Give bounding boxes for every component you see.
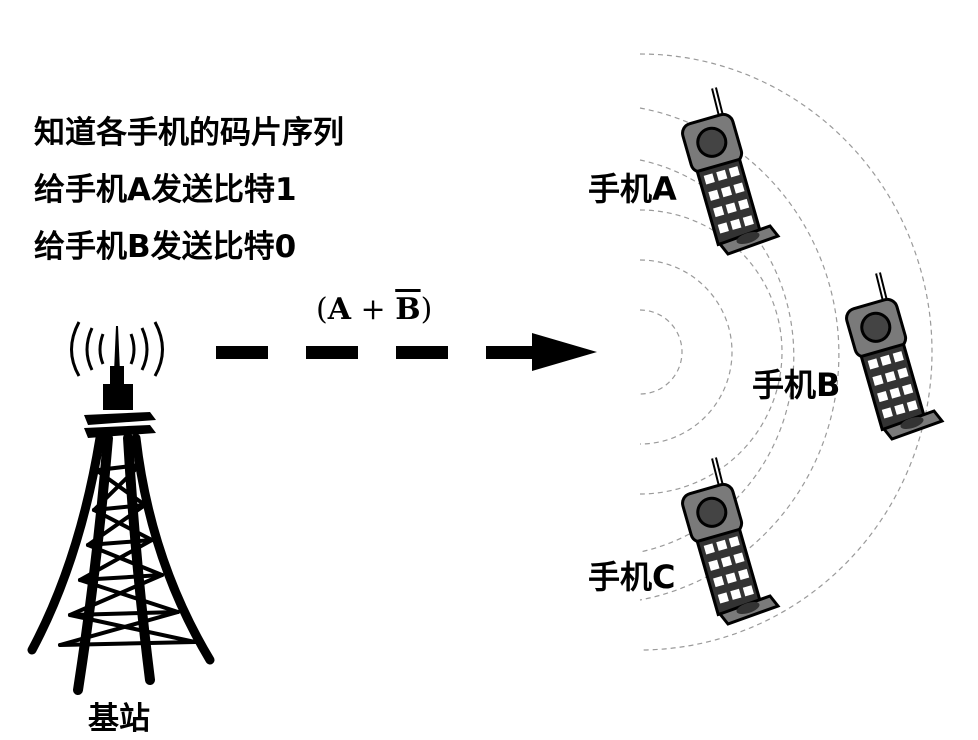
arrow-dash: [306, 346, 358, 359]
wave-arc: [639, 309, 683, 395]
arrow-dash: [216, 346, 268, 359]
info-line-send-b: 给手机B发送比特0: [34, 229, 297, 265]
base-station-label: 基站: [88, 701, 150, 737]
base-station-tower-icon: [27, 321, 215, 695]
formula-term-b-negated: B: [395, 292, 421, 327]
wave-arc: [639, 209, 783, 495]
formula-close-paren: ): [420, 292, 433, 327]
arrow-head: [532, 333, 597, 371]
phone-a-label: 手机A: [588, 170, 677, 208]
wave-arc: [639, 53, 933, 651]
transmission-arrow: [216, 333, 597, 371]
formula-open-paren: (: [316, 292, 328, 327]
wave-arc: [639, 259, 733, 445]
phone-c-label: 手机C: [588, 558, 676, 596]
wave-arcs: [639, 53, 933, 651]
wave-arc: [639, 107, 840, 601]
formula-term-a: A: [327, 292, 351, 327]
formula-operator: +: [351, 292, 396, 327]
arrow-dash: [396, 346, 448, 359]
info-line-send-a: 给手机A发送比特1: [34, 172, 297, 208]
radio-waves-icon: [70, 321, 164, 377]
arrow-dash: [486, 346, 534, 359]
phone-a-icon: [680, 88, 778, 254]
signal-formula: (A + B): [316, 292, 432, 327]
info-line-chip-sequences: 知道各手机的码片序列: [34, 115, 344, 151]
phone-b-label: 手机B: [752, 366, 841, 404]
